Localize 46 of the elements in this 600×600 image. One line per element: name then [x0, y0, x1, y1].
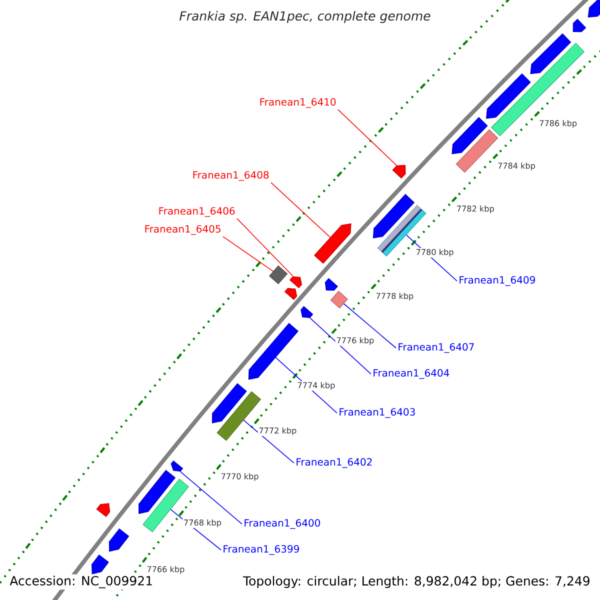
- gene-feature: [300, 306, 314, 318]
- tick-label: 7770 kbp: [220, 472, 260, 482]
- tick-label: 7776 kbp: [335, 336, 375, 346]
- leader-line: [236, 218, 294, 277]
- gene-feature: [212, 383, 247, 424]
- tick-label: 7784 kbp: [496, 162, 536, 172]
- gene-label: Franean1_6399: [224, 545, 299, 555]
- tick-label: 7772 kbp: [258, 426, 298, 436]
- gene-feature: [96, 503, 110, 517]
- gene-label: Franean1_6400: [244, 519, 320, 529]
- gene-feature: [92, 554, 109, 574]
- gene-label: Franean1_6403: [340, 408, 415, 418]
- gene-feature: [324, 278, 338, 291]
- gene-box: [456, 129, 498, 173]
- gene-label: Franean1_6407: [398, 343, 474, 353]
- leader-line: [343, 303, 396, 348]
- tick-label: 7786 kbp: [538, 119, 578, 129]
- gene-label: Franean1_6406: [159, 207, 235, 217]
- leader-line: [310, 318, 372, 374]
- leader-line: [270, 182, 331, 238]
- footer-text: Accession: NC_009921: [8, 574, 154, 590]
- gene-label: Franean1_6408: [193, 171, 269, 181]
- tick-label: 7780 kbp: [414, 248, 455, 258]
- gene-box: [330, 290, 348, 308]
- tick-label: 7768 kbp: [182, 518, 222, 528]
- gene-feature: [170, 460, 184, 472]
- gene-feature: [486, 73, 531, 119]
- gene-label: Franean1_6402: [296, 458, 372, 468]
- gene-feature: [452, 117, 488, 154]
- footer-text: Topology: circular; Length: 8,982,042 bp; Genes: 7,249: [242, 574, 592, 590]
- leader-line: [338, 109, 397, 166]
- tick-label: 7778 kbp: [374, 292, 414, 302]
- gene-label: Franean1_6409: [460, 276, 535, 286]
- tick-label: 7774 kbp: [296, 381, 336, 391]
- leader-line: [243, 420, 294, 464]
- gene-label: Franean1_6404: [374, 369, 450, 379]
- gene-feature: [588, 0, 600, 18]
- tick-label: 7782 kbp: [456, 204, 496, 214]
- gene-label: Franean1_6410: [260, 98, 336, 108]
- gene-label: Franean1_6405: [145, 225, 220, 235]
- title: Frankia sp. EAN1pec, complete genome: [180, 10, 430, 24]
- tick-label: 7766 kbp: [146, 565, 186, 575]
- leader-line: [180, 471, 242, 524]
- leader-line: [222, 236, 274, 272]
- gene-feature: [572, 18, 586, 32]
- gene-feature: [530, 33, 572, 74]
